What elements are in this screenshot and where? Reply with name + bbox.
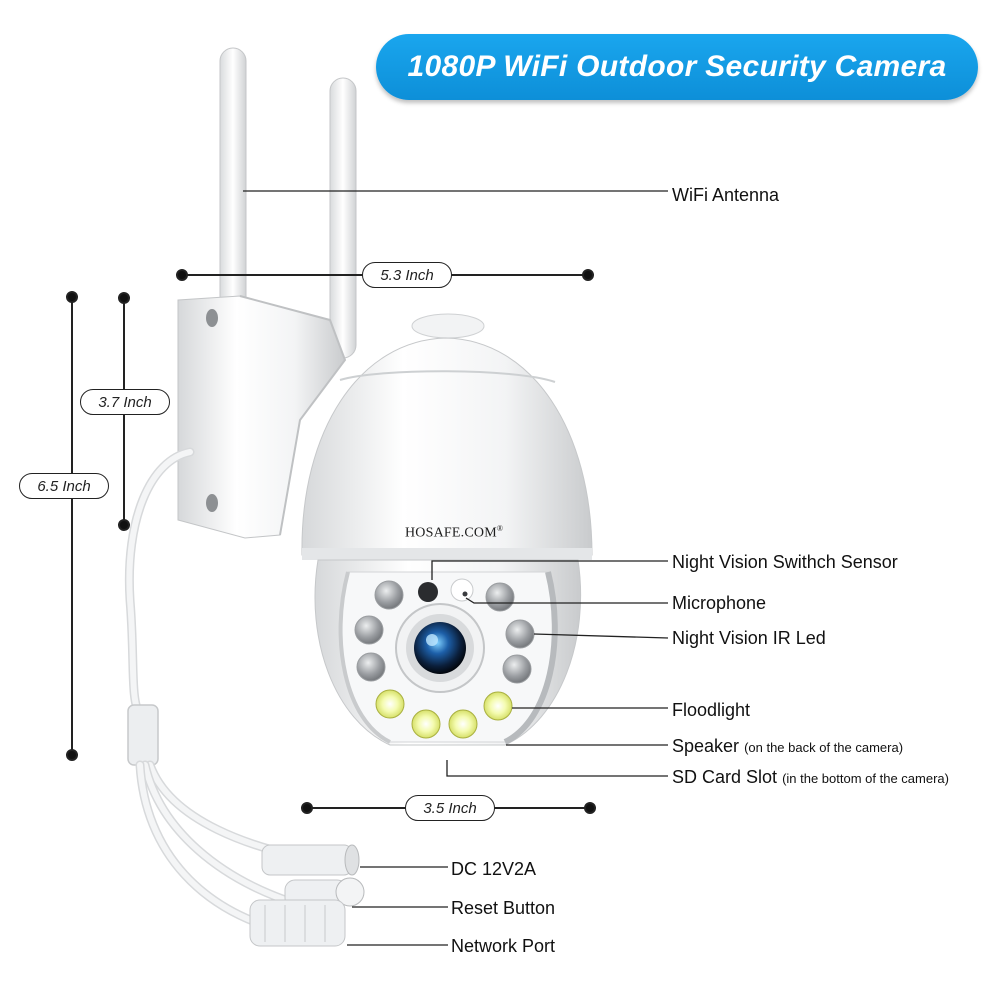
dimension-width-bottom-label: 3.5 Inch <box>405 795 495 821</box>
night-vision-sensor <box>418 582 438 602</box>
dc-connector <box>261 844 360 876</box>
label-floodlight: Floodlight <box>672 700 751 720</box>
label-reset: Reset Button <box>451 898 556 918</box>
dimension-end <box>301 802 313 814</box>
page-title: 1080P WiFi Outdoor Security Camera <box>407 50 947 83</box>
dimension-end <box>66 749 78 761</box>
dimension-end <box>582 269 594 281</box>
label-sd-card-note: (in the bottom of the camera) <box>782 771 949 786</box>
label-sd-card-text: SD Card Slot <box>672 767 778 787</box>
floodlight-led <box>448 709 478 739</box>
callout-microphone <box>465 597 668 604</box>
brand-text: HOSAFE.COM <box>405 525 497 541</box>
label-night-vision-ir: Night Vision IR Led <box>672 628 826 648</box>
ir-led <box>485 582 515 612</box>
callout-lines <box>243 190 669 946</box>
brand-registered-mark: ® <box>496 524 504 533</box>
label-microphone: Microphone <box>672 593 767 613</box>
label-sd-card: SD Card Slot (in the bottom of the camer… <box>672 767 949 789</box>
wall-mount-bracket <box>177 295 347 539</box>
callout-ir-led <box>533 633 669 639</box>
callout-sensor <box>431 560 668 580</box>
ir-led <box>374 580 404 610</box>
dimension-end <box>584 802 596 814</box>
ir-led <box>502 654 532 684</box>
wifi-antenna-right <box>329 77 357 359</box>
dimension-end <box>176 269 188 281</box>
label-wifi-antenna: WiFi Antenna <box>672 185 780 205</box>
camera-dome <box>301 313 593 560</box>
floodlight-led <box>483 691 513 721</box>
title-banner: 1080P WiFi Outdoor Security Camera <box>376 34 978 100</box>
microphone-icon <box>450 578 474 602</box>
microphone-hole <box>462 591 468 597</box>
dimension-height-total-label: 6.5 Inch <box>19 473 109 499</box>
ir-led-group <box>354 580 535 684</box>
callout-sd-card <box>446 760 668 777</box>
label-network: Network Port <box>451 936 556 956</box>
floodlight-led <box>411 709 441 739</box>
dimension-height-head-label: 3.7 Inch <box>80 389 170 415</box>
ir-led <box>356 652 386 682</box>
label-speaker-text: Speaker <box>672 736 740 756</box>
floodlight-group <box>375 689 513 739</box>
dimension-width-top-label: 5.3 Inch <box>362 262 452 288</box>
brand-label: HOSAFE.COM® <box>405 524 503 542</box>
ir-led <box>505 619 535 649</box>
dimension-end <box>118 519 130 531</box>
label-speaker: Speaker (on the back of the camera) <box>672 736 903 758</box>
label-speaker-note: (on the back of the camera) <box>744 740 904 755</box>
label-dc: DC 12V2A <box>451 859 537 879</box>
ir-led <box>354 615 384 645</box>
camera-lens <box>395 603 485 693</box>
network-port-connector <box>249 899 346 947</box>
dimension-end <box>66 291 78 303</box>
floodlight-led <box>375 689 405 719</box>
dimension-end <box>118 292 130 304</box>
label-night-vision-sensor: Night Vision Swithch Sensor <box>672 552 898 572</box>
